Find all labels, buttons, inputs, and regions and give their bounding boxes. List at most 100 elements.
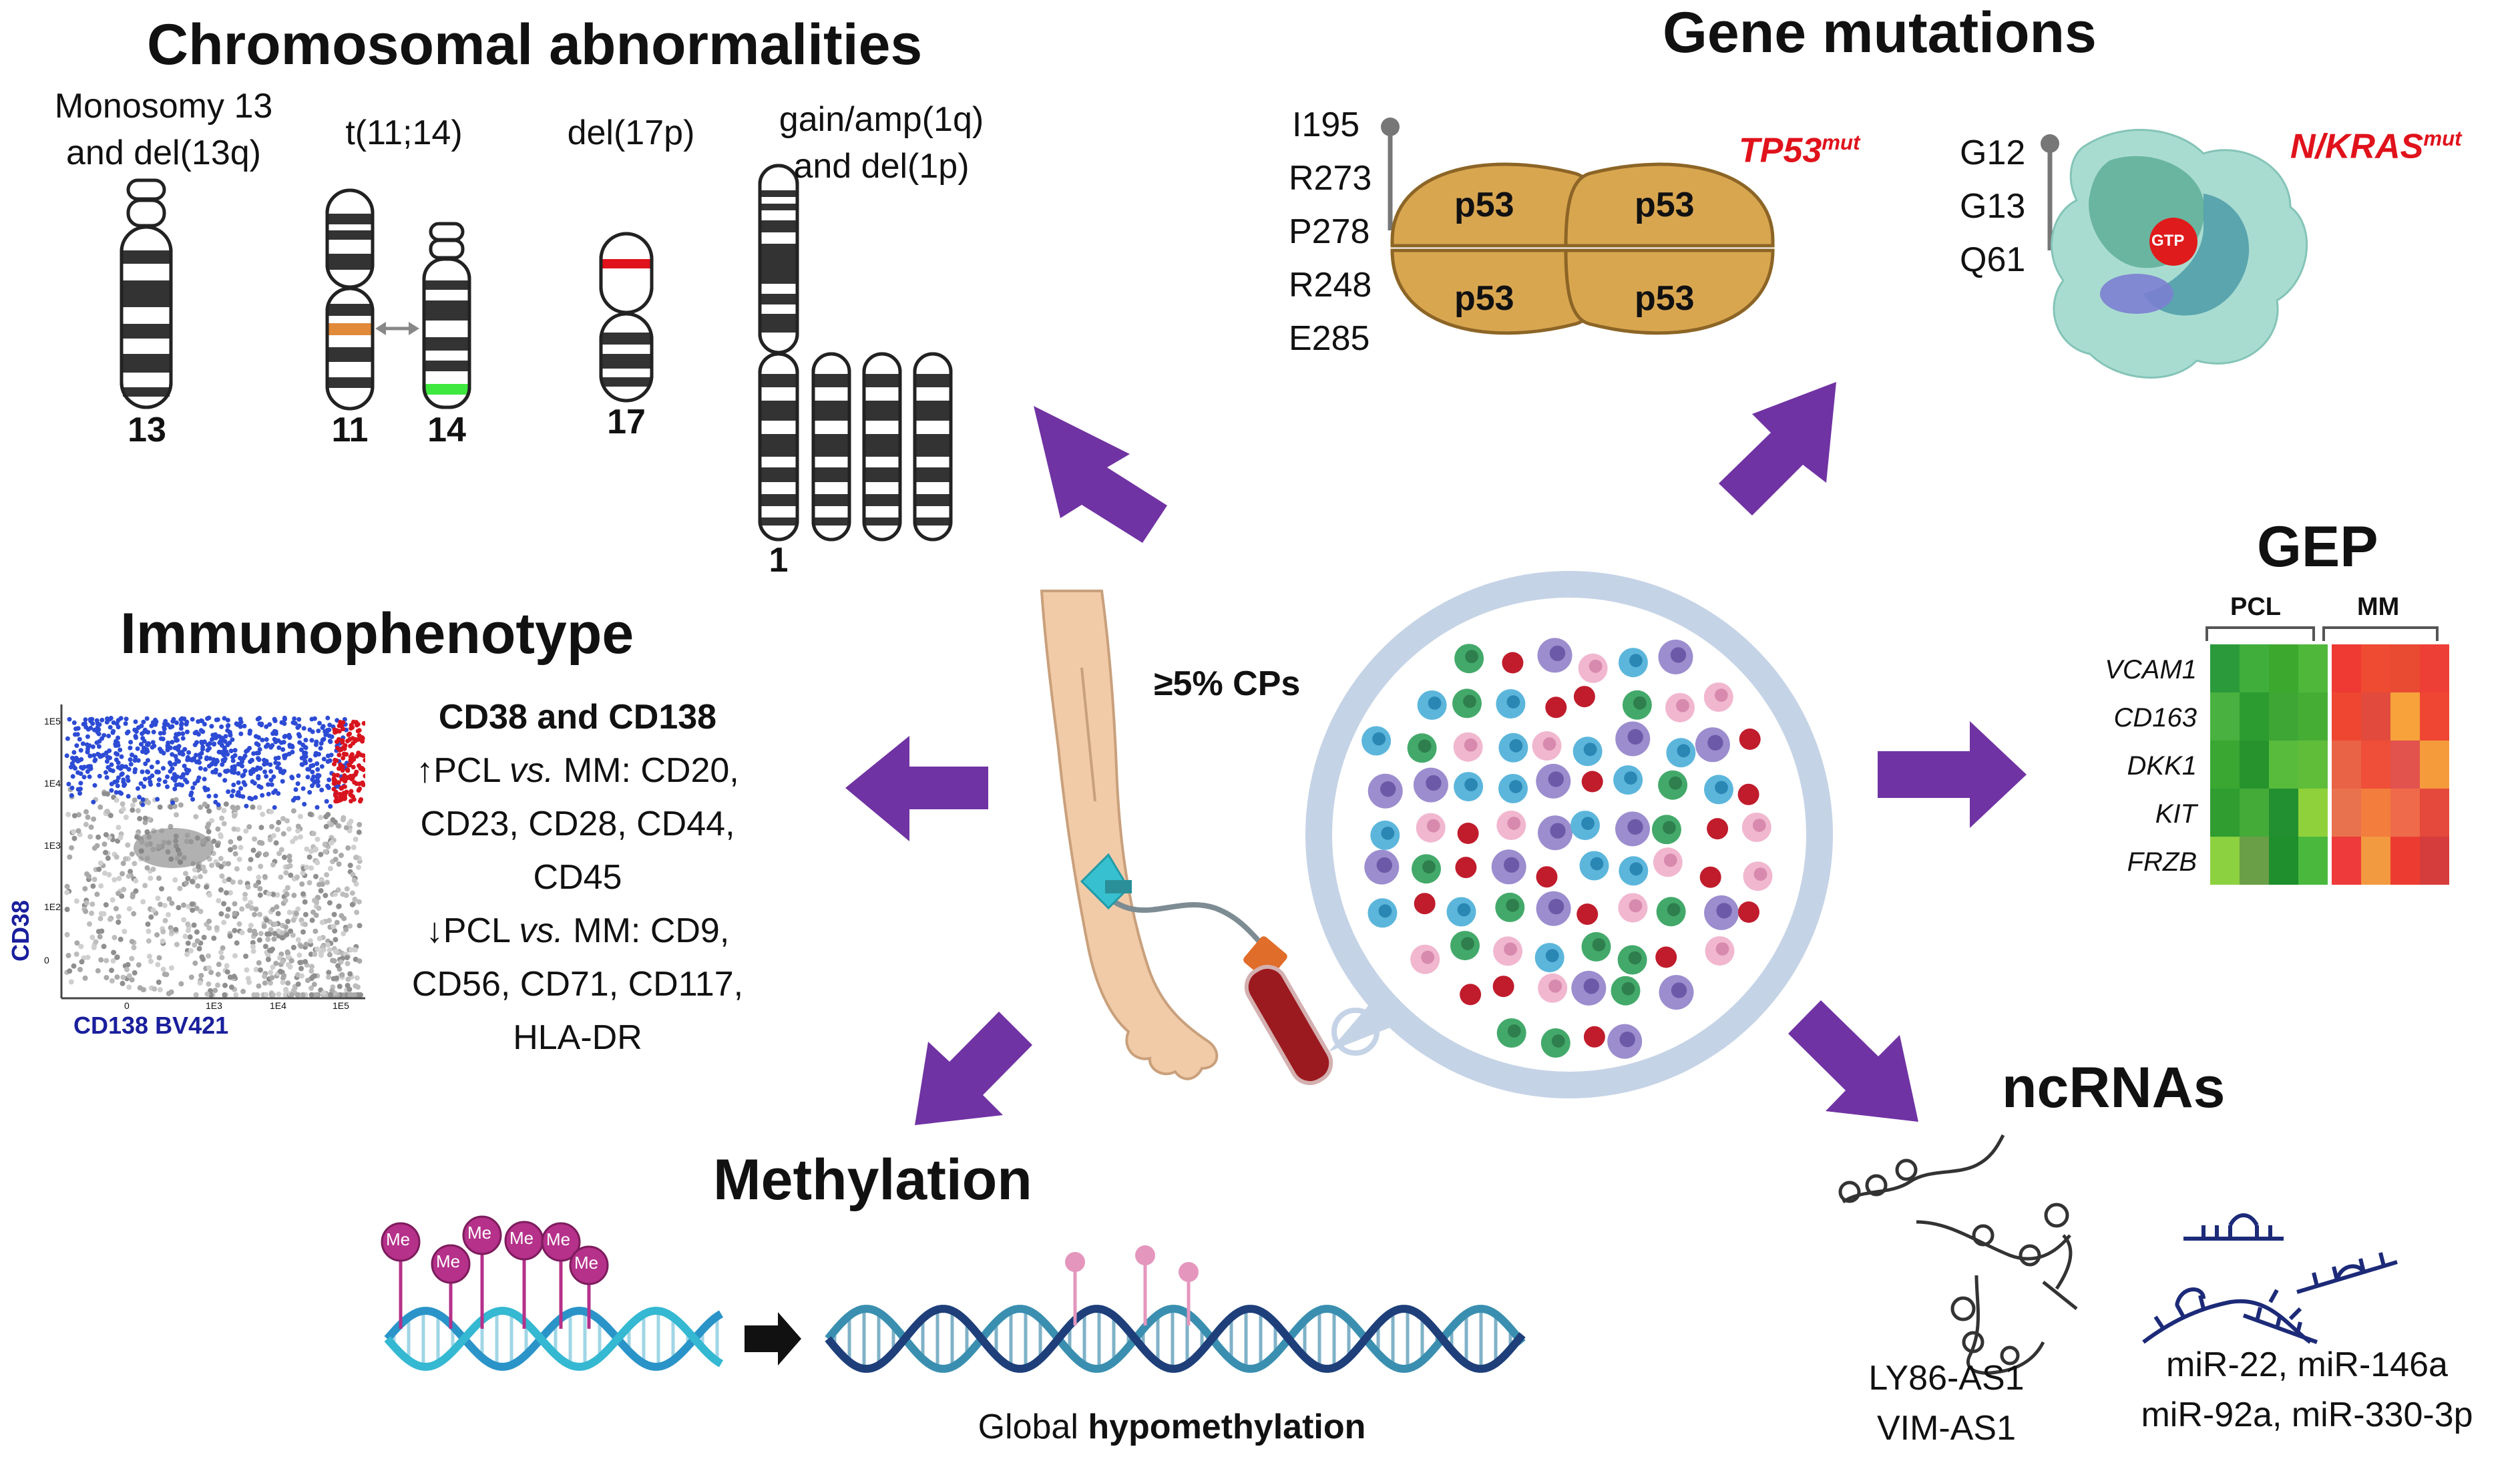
tp53-mut-sup: mut xyxy=(1822,131,1860,154)
heatmap-cell-pcl xyxy=(2269,644,2298,692)
gep-gene-label: FRZB xyxy=(2127,847,2197,877)
blood-cell xyxy=(1502,652,1524,674)
heatmap-cell-pcl xyxy=(2298,837,2328,885)
arrows xyxy=(845,382,2027,1125)
heatmap-cell-mm xyxy=(2332,644,2361,692)
blood-cell xyxy=(1739,728,1761,750)
blood-smear-magnifier xyxy=(1305,571,1833,1098)
chromosome-13 xyxy=(120,178,173,409)
heatmap-cell-pcl xyxy=(2240,837,2269,885)
p53-subunit xyxy=(1564,162,1775,248)
heatmap-cell-pcl xyxy=(2269,789,2298,837)
del17p-label: del(17p) xyxy=(567,114,695,152)
heatmap-cell-mm xyxy=(2361,741,2390,789)
translocation-arrow xyxy=(375,322,419,335)
immuno-down-line1: ↓PCL vs. MM: CD9, xyxy=(384,911,771,952)
blood-cell xyxy=(1457,823,1479,844)
gep-gene-label: VCAM1 xyxy=(2105,655,2197,684)
heatmap-cell-mm xyxy=(2420,692,2449,741)
methyl-group xyxy=(381,1222,421,1262)
me-label: Me xyxy=(436,1251,461,1271)
heatmap-cell-pcl xyxy=(2269,741,2298,789)
tp53-gene-name: TP53 xyxy=(1739,131,1822,170)
blood-cell xyxy=(1738,901,1759,923)
immuno-vs: vs. xyxy=(519,911,564,950)
gene-mutations-title: Gene mutations xyxy=(1663,1,2097,65)
me-label: Me xyxy=(467,1223,492,1243)
heatmap-cell-pcl xyxy=(2298,644,2328,692)
blood-cell xyxy=(1699,866,1721,888)
tp53-residue: R248 xyxy=(1289,266,1372,304)
heatmap-cell-pcl xyxy=(2240,692,2269,741)
p53-subunit-label: p53 xyxy=(1635,186,1695,224)
heatmap-cell-mm xyxy=(2361,789,2390,837)
flow-x-tick: 1E3 xyxy=(206,1000,222,1011)
arm-illustration xyxy=(1040,590,1219,1080)
monosomy-label-line1: Monosomy 13 xyxy=(54,87,273,126)
ras-residue: Q61 xyxy=(1960,240,2026,279)
blood-cell xyxy=(1460,984,1482,1006)
heatmap-cell-mm xyxy=(2390,789,2420,837)
flow-x-tick: 1E5 xyxy=(333,1000,349,1011)
tp53-residue: I195 xyxy=(1292,106,1360,144)
methylation-arrow xyxy=(745,1312,801,1366)
ras-gene-label: N/KRASmut xyxy=(2290,127,2462,167)
me-label: Me xyxy=(546,1229,571,1249)
p53-subunit-label: p53 xyxy=(1454,279,1514,318)
me-label: Me xyxy=(386,1229,411,1249)
p53-subunit xyxy=(1564,248,1775,335)
heatmap-cell-pcl xyxy=(2210,837,2240,885)
mirna-line1: miR-22, miR-146a xyxy=(2166,1345,2448,1384)
heatmap-cell-mm xyxy=(2390,692,2420,741)
blood-cell xyxy=(1737,783,1759,805)
p53-tetramer xyxy=(1390,162,1775,335)
heatmap-cell-mm xyxy=(2332,741,2361,789)
immuno-up-prefix: ↑PCL xyxy=(416,751,509,790)
tp53-lollipop xyxy=(1381,118,1400,230)
immuno-down-line2: CD56, CD71, CD117, xyxy=(411,965,744,1004)
blood-cell xyxy=(1492,976,1514,998)
heatmap-cell-pcl xyxy=(2240,644,2269,692)
heatmap-cell-mm xyxy=(2420,741,2449,789)
ras-gene-name: N/KRAS xyxy=(2290,127,2424,166)
methylation-title: Methylation xyxy=(713,1148,1032,1212)
immunophenotype-title: Immunophenotype xyxy=(120,602,634,666)
blood-cell xyxy=(1414,893,1436,915)
heatmap-cell-pcl xyxy=(2298,789,2328,837)
heatmap-cell-mm xyxy=(2420,789,2449,837)
immuno-down-rest: MM: CD9, xyxy=(563,911,730,950)
heatmap-cell-pcl xyxy=(2210,741,2240,789)
chromosome-1-label: 1 xyxy=(769,541,789,580)
blood-cell xyxy=(1545,696,1567,718)
immuno-down-line3: HLA-DR xyxy=(513,1018,642,1057)
ras-lollipop xyxy=(2041,134,2059,250)
chromosome-14-label: 14 xyxy=(427,411,466,449)
tp53-residue: E285 xyxy=(1289,319,1370,358)
ras-protein xyxy=(2051,129,2308,379)
gep-title: GEP xyxy=(2257,515,2378,579)
heatmap-cell-pcl xyxy=(2269,692,2298,741)
immuno-up-line3: CD45 xyxy=(533,858,622,897)
venipuncture-set xyxy=(1080,853,1380,1086)
flow-y-tick: 0 xyxy=(44,955,49,966)
chromosome-17 xyxy=(599,232,654,403)
gep-group-mm: MM xyxy=(2357,593,2400,621)
gep-gene-label: DKK1 xyxy=(2127,751,2197,781)
me-label: Me xyxy=(574,1253,599,1273)
tp53-residue: P278 xyxy=(1289,212,1370,251)
arrow-to-methylation xyxy=(915,1012,1032,1125)
flow-y-tick: 1E5 xyxy=(44,716,61,726)
blood-cell xyxy=(1655,946,1677,968)
immuno-up-line2: CD23, CD28, CD44, xyxy=(420,805,735,843)
heatmap-cell-mm xyxy=(2361,692,2390,741)
blood-cell xyxy=(1581,771,1603,793)
heatmap-cell-mm xyxy=(2332,837,2361,885)
methyl-group xyxy=(569,1245,609,1285)
gep-group-pcl: PCL xyxy=(2230,593,2281,621)
flow-x-tick: 0 xyxy=(124,1000,130,1011)
blood-cell xyxy=(1455,857,1477,879)
cps-threshold-label: ≥5% CPs xyxy=(1154,664,1301,703)
heatmap-cell-mm xyxy=(2390,837,2420,885)
